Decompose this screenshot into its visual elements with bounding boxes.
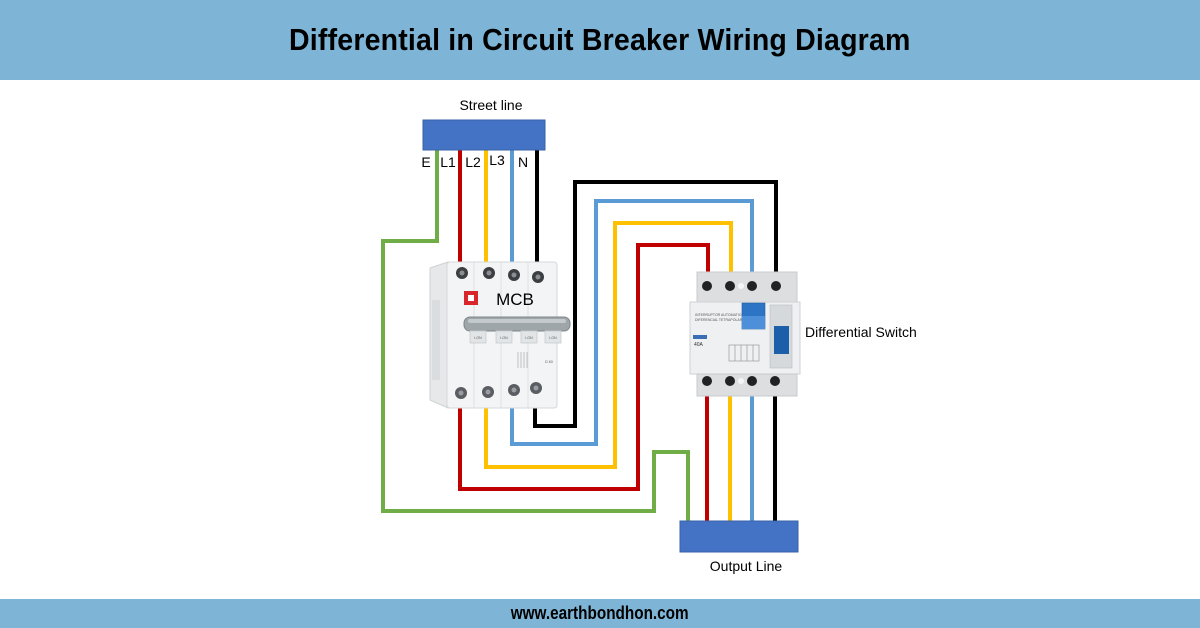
earth-wire [381, 150, 690, 522]
handle-label: I-ON [549, 336, 557, 340]
street-line-bus [422, 119, 546, 151]
l3-wire-mcb-to-rcd [510, 199, 754, 446]
l1-wire-mcb-to-rcd [458, 243, 710, 491]
street-line-label: Street line [459, 97, 522, 113]
page-title: Differential in Circuit Breaker Wiring D… [289, 22, 911, 57]
rcd-header-text: DIFERENCIAL TETRAPOLAR [695, 318, 743, 322]
mcb-rating: D 63 [545, 360, 552, 364]
mcb-label: MCB [496, 290, 534, 309]
neutral-wire-mcb-to-rcd [533, 180, 778, 428]
differential-switch-label: Differential Switch [805, 324, 917, 340]
rcd-rating: 40A [694, 342, 704, 348]
differential-switch-device: INTERRUPTOR AUTOMATICO DIFERENCIAL TETRA… [689, 271, 801, 397]
website-link[interactable]: www.earthbondhon.com [511, 603, 689, 623]
output-line-label: Output Line [710, 558, 783, 574]
terminal-label-l2: L2 [465, 154, 481, 170]
l2-wire-mcb-to-rcd [484, 221, 733, 469]
rcd-toggle [774, 326, 789, 354]
terminal-label-neutral: N [518, 154, 528, 170]
output-line-bus [679, 520, 799, 553]
handle-label: I-ON [525, 336, 533, 340]
handle-label: I-ON [474, 336, 482, 340]
rcd-header-text: INTERRUPTOR AUTOMATICO [695, 313, 744, 317]
handle-label: I-ON [500, 336, 508, 340]
terminal-label-l3: L3 [489, 152, 505, 168]
mcb-device: MCB I-ON I-ON I-ON I-ON D 63 [429, 261, 571, 409]
footer-banner: www.earthbondhon.com [0, 599, 1200, 628]
terminal-label-earth: E [421, 154, 430, 170]
terminal-label-l1: L1 [440, 154, 456, 170]
title-banner: Differential in Circuit Breaker Wiring D… [0, 0, 1200, 80]
